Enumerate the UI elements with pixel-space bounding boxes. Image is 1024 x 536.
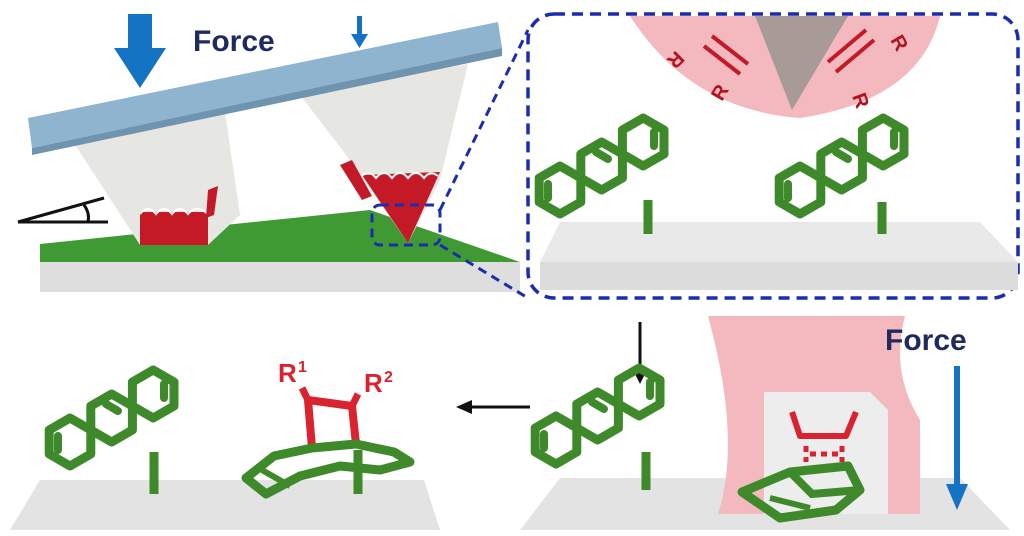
force-arrow-right bbox=[946, 366, 968, 510]
zoom-source-box bbox=[370, 203, 442, 247]
force-arrow-large bbox=[114, 14, 166, 88]
force-arrow-small bbox=[351, 16, 368, 48]
force-label-top: Force bbox=[193, 25, 275, 58]
product-r2-label: R bbox=[364, 368, 383, 398]
tilt-angle-icon bbox=[17, 196, 108, 224]
substrate-slab bbox=[40, 262, 520, 292]
zoom-substrate bbox=[540, 222, 1018, 262]
panel-zoom: R R R R bbox=[526, 12, 1020, 300]
product-cycloadduct bbox=[241, 386, 415, 499]
product-substrate bbox=[10, 480, 440, 530]
force-label-right: Force bbox=[885, 324, 967, 357]
process-arrow-left bbox=[456, 400, 530, 414]
substrate-green-top bbox=[40, 210, 520, 262]
press-adduct bbox=[789, 410, 859, 462]
zoom-tip-apex bbox=[755, 16, 848, 110]
zoom-anthracene-left bbox=[539, 118, 664, 234]
product-anthracene bbox=[49, 370, 174, 494]
cantilever-plate bbox=[28, 22, 502, 148]
panel-tip-array: Force bbox=[17, 14, 520, 292]
left-tip-coating bbox=[140, 212, 208, 245]
zoom-line-upper bbox=[438, 29, 530, 211]
panel-product: R 1 R 2 bbox=[10, 358, 440, 530]
right-tip-coating bbox=[362, 172, 440, 243]
product-r2-sup: 2 bbox=[384, 369, 393, 386]
press-anthracene bbox=[535, 368, 660, 490]
zoom-anthracene-right bbox=[779, 118, 904, 234]
press-anthracene-squashed bbox=[737, 461, 865, 523]
zoom-line-lower bbox=[439, 243, 529, 300]
product-r1-sup: 1 bbox=[298, 359, 307, 376]
product-r1-label: R bbox=[278, 358, 297, 388]
left-tip-body bbox=[72, 112, 240, 245]
panel-compression: Force bbox=[520, 316, 1010, 530]
